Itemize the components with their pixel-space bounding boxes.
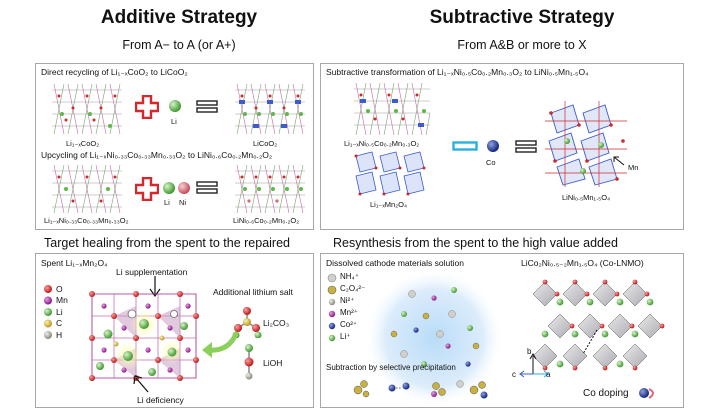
- upcycle-ni-label: Ni: [179, 198, 187, 207]
- solution-glow: [364, 268, 504, 408]
- equivalent-icon: [515, 140, 537, 153]
- ion-li: Li⁺: [340, 332, 351, 341]
- co-label: Co: [486, 158, 496, 167]
- additional-lithium-salt-label: Additional lithium salt: [213, 287, 293, 297]
- mn-pointer-arrow-icon: [613, 156, 625, 166]
- dissolved-solution-title: Dissolved cathode materials solution: [326, 258, 464, 268]
- layered-crystal-ncm-spent: [52, 165, 122, 213]
- additive-strategy-subtitle: From A− to A (or A+): [122, 38, 236, 52]
- legend-li: Li: [56, 307, 63, 317]
- subtractive-panel-top: [320, 63, 684, 230]
- ion-co: Co²⁺: [340, 320, 358, 329]
- lioh-label: LiOH: [263, 358, 283, 368]
- subtractive-transformation-title: Subtractive transformation of Li₁₋ₓNi₀.₅…: [326, 67, 589, 77]
- co-atom-icon: [487, 140, 499, 152]
- target-healing-heading: Target healing from the spent to the rep…: [44, 236, 290, 250]
- ion-c2o4: C₂O₄²⁻: [340, 284, 366, 293]
- ion-nh4: NH₄⁺: [340, 272, 360, 281]
- layered-crystal-ncm-523: [354, 83, 431, 135]
- upcycle-left-label: Li₁₋ₓNi₀.₃₃Co₀.₃₃Mn₀.₃₃O₂: [44, 216, 129, 225]
- mn-label: Mn: [628, 163, 639, 172]
- arrow-down-icon: [149, 276, 161, 298]
- co-doping-label: Co doping: [583, 388, 629, 399]
- legend-o: O: [56, 284, 63, 294]
- subtractive-panel-bottom: [320, 253, 684, 408]
- additive-strategy-title: Additive Strategy: [100, 7, 258, 28]
- curved-arrow-icon: [202, 331, 239, 358]
- subtractive-strategy-title: Subtractive Strategy: [429, 7, 615, 28]
- ion-legend-markers: [327, 273, 337, 342]
- li-deficiency-label: Li deficiency: [137, 395, 184, 405]
- ion-ni: Ni²⁺: [340, 296, 355, 305]
- li-ni-atoms-icon: [163, 182, 190, 194]
- spinel-crystal-limn2o4: [354, 151, 426, 196]
- crystal-axes: [519, 353, 549, 378]
- ion-mn: Mn²⁺: [340, 308, 358, 317]
- axis-a-label: a: [546, 370, 551, 379]
- spinel-limn2o4-crystal: [89, 291, 199, 381]
- li-label: Li: [171, 117, 177, 126]
- resynthesis-heading: Resynthesis from the spent to the high v…: [333, 236, 618, 250]
- upcycle-right-label: LiNi₀.₆Co₀.₂Mn₀.₂O₂: [233, 216, 300, 225]
- legend-h: H: [56, 330, 63, 340]
- recycle-left-label: Li₁₋ₓCoO₂: [66, 139, 100, 148]
- upcycling-title: Upcycling of Li₁₋ₓNi₀.₃₃Co₀.₃₃Mn₀.₃₃O₂ t…: [41, 150, 273, 160]
- element-legend-markers: [44, 285, 52, 339]
- legend-c: C: [56, 318, 63, 328]
- layered-crystal-licoo2-spent: [52, 84, 122, 135]
- subtractive-strategy-subtitle: From A&B or more to X: [457, 38, 587, 52]
- upcycle-li-label: Li: [164, 198, 170, 207]
- selective-precipitation-label: Subtraction by selective precipitation: [326, 363, 456, 372]
- legend-mn: Mn: [56, 295, 68, 305]
- layered-crystal-ncm622: [235, 165, 305, 213]
- lnmo-label: LiNi₀.₅Mn₁.₅O₄: [562, 193, 611, 202]
- co-lnmo-crystal: [532, 279, 665, 371]
- co-lnmo-title: LiCo₂Ni₀.₅₋₂Mn₁.₅O₄ (Co-LNMO): [521, 258, 644, 268]
- li2co3-label: Li₂CO₃: [263, 318, 290, 328]
- minus-icon: [452, 141, 478, 151]
- additive-panel-bottom: [35, 253, 314, 408]
- additive-panel-top: [35, 63, 314, 230]
- equivalent-icon: [196, 100, 218, 113]
- layered-crystal-licoo2: [235, 84, 305, 135]
- precipitate-clusters: [353, 380, 488, 399]
- li-atom-icon: [169, 100, 181, 112]
- plus-icon: [135, 177, 159, 201]
- ncm523-label: Li₁₋ₓNi₀.₅Co₀.₂Mn₀.₃O₂: [344, 139, 420, 148]
- axis-b-label: b: [527, 347, 532, 356]
- plus-icon: [135, 95, 159, 119]
- arrow-up-icon: [133, 375, 149, 393]
- spinel-crystal-lnmo: [545, 101, 627, 187]
- recycle-right-label: LiCoO₂: [253, 139, 278, 148]
- equivalent-icon: [196, 181, 218, 194]
- limn2o4-label: Li₁₋ₓMn₂O₄: [370, 200, 408, 209]
- spent-limn2o4-title: Spent Li₁₋ₓMn₂O₄: [41, 258, 108, 268]
- lioh-molecule: [244, 344, 254, 380]
- co-doping-atom-icon: [639, 388, 654, 399]
- li-supplementation-label: Li supplementation: [116, 267, 188, 277]
- axis-c-label: c: [512, 370, 516, 379]
- direct-recycling-title: Direct recycling of Li₁₋ₓCoO₂ to LiCoO₂: [41, 67, 188, 77]
